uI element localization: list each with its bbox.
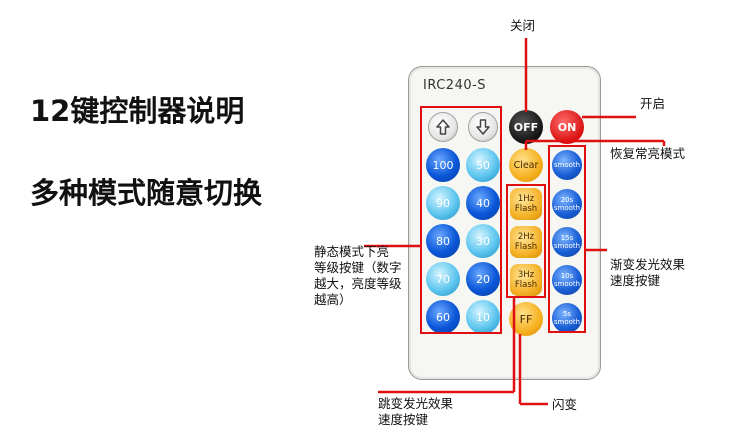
arrow-up-button[interactable] [428, 112, 458, 142]
smooth-15s-label: smooth [553, 242, 581, 250]
level-90-button[interactable]: 90 [426, 186, 460, 220]
level-70-button[interactable]: 70 [426, 262, 460, 296]
callout-jump-line2: 速度按键 [378, 412, 429, 427]
smooth-5s-label: smooth [553, 318, 581, 326]
flash-1hz-label: Flash [514, 204, 538, 214]
callout-flash: 闪变 [552, 397, 578, 412]
arrow-up-icon [436, 119, 450, 135]
smooth-button[interactable]: smooth [552, 150, 582, 180]
callout-static-line4: 越高） [314, 292, 352, 307]
smooth-15s-rate: 15s [560, 234, 574, 242]
callout-restore: 恢复常亮模式 [610, 146, 686, 161]
level-keys-frame [420, 106, 502, 334]
subtitle: 多种模式随意切换 [30, 176, 263, 210]
level-30-button[interactable]: 30 [466, 224, 500, 258]
flash-1hz-rate: 1Hz [517, 194, 535, 204]
level-100-button[interactable]: 100 [426, 148, 460, 182]
smooth-5s-rate: 5s [562, 310, 572, 318]
smooth-label: smooth [553, 161, 581, 169]
level-80-button[interactable]: 80 [426, 224, 460, 258]
callout-jump-line1: 跳变发光效果 [378, 396, 454, 411]
remote-model: IRC240-S [423, 78, 487, 93]
flash-3hz-label: Flash [514, 280, 538, 290]
callout-on: 开启 [640, 96, 666, 111]
level-20-button[interactable]: 20 [466, 262, 500, 296]
callout-jump: 跳变发光效果 速度按键 [378, 396, 453, 428]
callout-static-line3: 越大，亮度等级 [314, 276, 402, 291]
callout-smooth: 渐变发光效果 速度按键 [610, 257, 685, 289]
flash-3hz-rate: 3Hz [517, 270, 535, 280]
clear-button[interactable]: Clear [509, 148, 543, 182]
main-title: 12键控制器说明 [30, 94, 245, 128]
level-50-button[interactable]: 50 [466, 148, 500, 182]
callout-static-line1: 静态模式下亮 [314, 244, 390, 259]
off-button[interactable]: OFF [509, 110, 543, 144]
callout-static: 静态模式下亮 等级按键（数字 越大，亮度等级 越高） [314, 244, 402, 308]
smooth-10s-label: smooth [553, 280, 581, 288]
flash-2hz-rate: 2Hz [517, 232, 535, 242]
arrow-down-icon [476, 119, 490, 135]
callout-off: 关闭 [510, 18, 536, 33]
smooth-20s-label: smooth [553, 204, 581, 212]
level-60-button[interactable]: 60 [426, 300, 460, 334]
flash-keys-frame [506, 184, 546, 298]
arrow-down-button[interactable] [468, 112, 498, 142]
callout-smooth-line1: 渐变发光效果 [610, 257, 686, 272]
level-10-button[interactable]: 10 [466, 300, 500, 334]
smooth-keys-frame [548, 145, 586, 333]
flash-2hz-label: Flash [514, 242, 538, 252]
level-40-button[interactable]: 40 [466, 186, 500, 220]
callout-static-line2: 等级按键（数字 [314, 260, 402, 275]
callout-smooth-line2: 速度按键 [610, 273, 661, 288]
on-button[interactable]: ON [550, 110, 584, 144]
smooth-10s-rate: 10s [560, 272, 574, 280]
smooth-20s-rate: 20s [560, 196, 574, 204]
